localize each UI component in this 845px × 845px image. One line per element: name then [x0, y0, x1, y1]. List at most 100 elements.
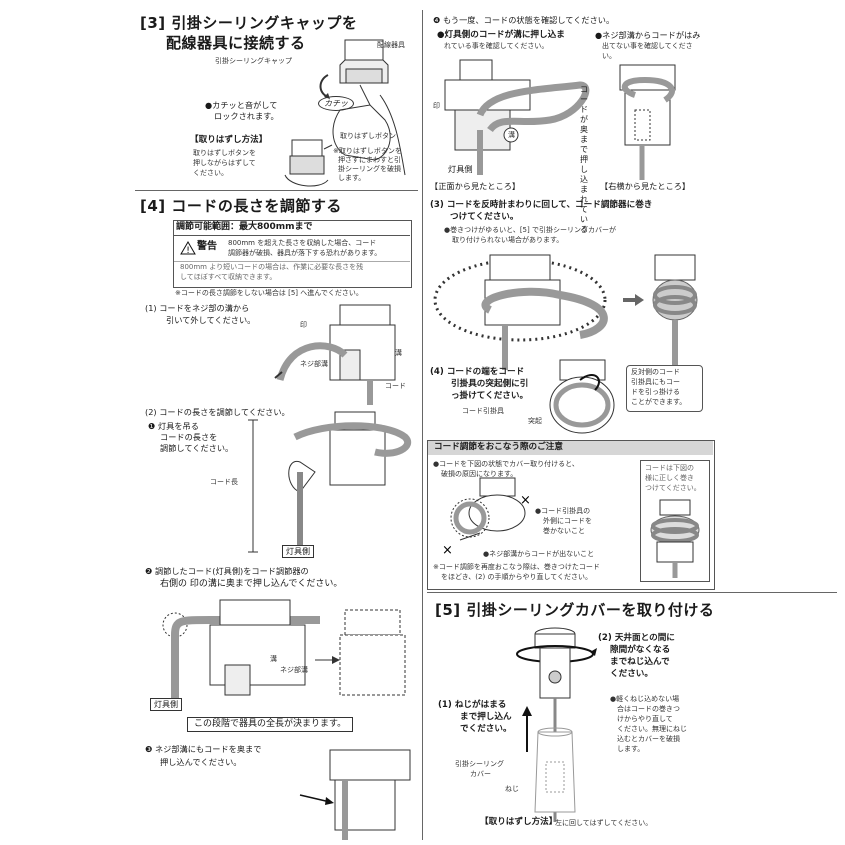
opposite-4: ことができます。 [631, 398, 687, 406]
caution-line-2: してほぼすべて収納できます。 [180, 273, 277, 281]
front-check-1: ●灯具側のコードが溝に押し込ま [437, 30, 565, 40]
cover-illustration [516, 627, 597, 822]
correct-1: コードは下図の [645, 464, 694, 472]
s5-step1-2: まで押し込ん [460, 712, 512, 722]
correct-example-illustration [650, 499, 700, 578]
s5-hard-5: 込むとカバーを破損 [617, 735, 680, 743]
section-divider-right [427, 592, 837, 593]
s5-step2-1: (2) 天井面との間に [598, 633, 675, 643]
step-4-line-2: 引掛具の突起側に引 [451, 379, 529, 389]
svg-text:!: ! [186, 246, 190, 256]
cap-label: 引掛シーリングキャップ [215, 57, 292, 65]
s5-hard-1: ●軽くねじ込めない場 [610, 695, 680, 703]
section-3-title-1: [3] 引掛シーリングキャップを [140, 14, 358, 32]
section-3-title-2: 配線器具に接続する [166, 34, 306, 52]
side-check-3: い。 [602, 52, 616, 60]
lamp-side-tag-2: 灯具側 [150, 698, 182, 711]
opposite-3: ドを引っ掛ける [631, 388, 680, 396]
caution-title-bar [428, 441, 713, 455]
warning-word: 警告 [197, 241, 217, 252]
step-2a-illustration [248, 411, 411, 553]
groove-label-2: 溝 [270, 655, 277, 663]
step-3-line-1: (3) コードを反時計まわりに回して、コード調節器に巻き [430, 200, 653, 210]
bad-1-a: ●コード引掛具の [535, 507, 591, 515]
side-check-2: 出てない事を確認してくださ [602, 42, 693, 50]
step-3-note-1: ●巻きつけがゆるいと、[5] で引掛シーリングカバーが [444, 226, 616, 234]
front-view-illustration [444, 59, 590, 175]
s5-remove-title: 【取りはずし方法】 [480, 817, 558, 827]
s5-hard-3: けからやり直して [617, 715, 673, 723]
opposite-2: 引掛具にもコー [631, 378, 680, 386]
mark-label-1: 印 [300, 321, 307, 329]
protrusion-label: 突起 [528, 417, 542, 425]
redo-2: をほどき、(2) の手順からやり直してください。 [441, 573, 593, 581]
remove-line-3: ください。 [193, 169, 228, 177]
front-groove-label: 溝 [508, 131, 515, 139]
remove-warn-2: 押さずにまわすと引 [338, 156, 401, 164]
front-lamp-side: 灯具側 [448, 164, 473, 174]
cover-label-1: 引掛シーリング [455, 760, 504, 768]
click-note-2: ロックされます。 [214, 111, 279, 121]
section-5-title: [5] 引掛シーリングカバーを取り付ける [435, 601, 715, 619]
lamp-side-tag-1: 灯具側 [282, 545, 314, 558]
remove-warn-4: します。 [338, 174, 366, 182]
remove-line-2: 押しながらはずして [193, 159, 256, 167]
bad-1-c: 巻かないこと [543, 527, 585, 535]
s5-hard-4: ください。無理にねじ [617, 725, 687, 733]
front-view-caption: 【正面から見たところ】 [430, 181, 521, 191]
front-mark-label: 印 [433, 102, 440, 110]
s5-step2-4: ください。 [610, 669, 653, 679]
skip-note: ※コードの長さ調節をしない場合は [5] へ進んでください。 [175, 289, 363, 297]
step-2c-line-1: ❸ ネジ部溝にもコードを奥まで [145, 744, 262, 754]
step-4-line-1: (4) コードの端をコード [430, 367, 525, 377]
screw-groove-label-2: ネジ部溝 [280, 666, 308, 674]
step-2a-line-1: ❶ 灯具を吊る [148, 421, 199, 431]
groove-label-1: 溝 [395, 349, 402, 357]
step-2-line: (2) コードの長さを調節してください。 [145, 407, 290, 417]
correct-3: つけてください。 [645, 484, 701, 492]
remove-warn-1: ※取りはずしボタンを [333, 147, 402, 155]
step-4-line-3: っ掛けてください。 [451, 391, 529, 401]
section-divider-3-4 [135, 190, 418, 191]
step-1-line-2: 引いて外してください。 [166, 315, 256, 325]
side-view-caption: 【右横から見たところ】 [600, 181, 691, 191]
screw-label: ねじ [505, 785, 519, 793]
caution-line-1: ●コードを下図の状態でカバー取り付けると、 [433, 460, 579, 468]
hook-label: コード引掛具 [462, 407, 504, 415]
warning-panel [173, 220, 412, 288]
length-fixed-note: この段階で器具の全長が決まります。 [187, 717, 354, 732]
cover-label-2: カバー [470, 770, 491, 778]
opposite-1: 反対側のコード [631, 368, 680, 376]
warning-line-2: 調節器が破損、器具が落下する恐れがあります。 [228, 249, 382, 257]
side-vertical-note: コードが奥まで押し込まれている [580, 85, 588, 234]
remove-button-label: 取りはずしボタン [340, 132, 396, 140]
step-2a-line-2: コードの長さを [160, 432, 218, 442]
step-2a-line-3: 調節してください。 [160, 443, 234, 453]
screw-groove-label-1: ネジ部溝 [300, 360, 328, 368]
front-check-2: れている事を確認してください。 [444, 42, 549, 50]
side-check-1: ●ネジ部溝からコードがはみ [595, 30, 701, 40]
s5-remove-text: 左に回してはずしてください。 [555, 819, 653, 827]
side-view-illustration [619, 64, 676, 180]
cord-label: コード [385, 382, 406, 390]
step-2b-line-2: 右側の 印の溝に奥まで押し込んでください。 [160, 579, 343, 589]
remove-warn-3: 掛シーリングを破損 [338, 165, 401, 173]
warning-rule [174, 235, 410, 236]
step-2b-illustration [162, 599, 406, 700]
section-4-title: [4] コードの長さを調節する [140, 197, 342, 215]
s5-step2-3: までねじ込んで [610, 657, 670, 667]
cord-length-label: コード長 [210, 478, 238, 486]
step-2c-illustration [299, 749, 411, 840]
click-note-1: ●カチッと音がして [205, 100, 278, 110]
caution-title: コード調節をおこなう際のご注意 [434, 442, 563, 452]
remove-method-title: 【取りはずし方法】 [190, 135, 268, 145]
step-4-check: ❹ もう一度、コードの状態を確認してください。 [433, 15, 615, 25]
caution-line-2: 破損の原因になります。 [441, 470, 518, 478]
step-4-illustration [549, 359, 615, 434]
column-divider [422, 10, 423, 840]
s5-step1-1: (1) ねじがはまる [438, 700, 507, 710]
cap-attach-illustration [319, 39, 406, 176]
click-bubble: カチッ [318, 96, 354, 111]
remove-line-1: 取りはずしボタンを [193, 149, 256, 157]
